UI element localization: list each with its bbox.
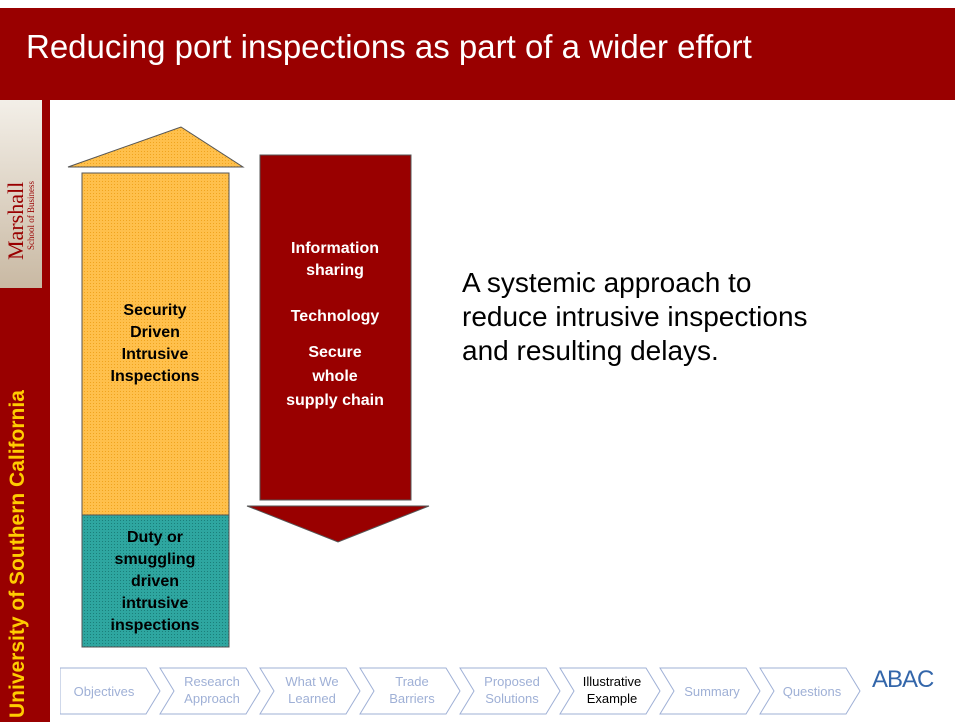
nav-item-label: Summary — [684, 684, 740, 699]
nav-item-label: Solutions — [485, 691, 539, 706]
duty-box — [81, 514, 230, 648]
info-line: sharing — [306, 262, 364, 279]
security-line: Driven — [130, 324, 180, 341]
title-bar: Reducing port inspections as part of a w… — [0, 8, 955, 100]
nav-chevron[interactable] — [60, 667, 161, 715]
info-line: Secure — [308, 344, 361, 361]
info-line: supply chain — [286, 392, 384, 409]
duty-line: intrusive — [122, 595, 189, 612]
nav-chevron[interactable] — [159, 667, 261, 715]
down-arrow-head — [246, 505, 430, 543]
security-line: Intrusive — [122, 346, 189, 363]
nav-item-label: Illustrative — [583, 674, 642, 689]
nav-item-label: Barriers — [389, 691, 435, 706]
duty-line: smuggling — [115, 551, 196, 568]
body-line: A systemic approach to — [462, 267, 752, 298]
duty-line: inspections — [111, 617, 200, 634]
nav-item-label: What We — [285, 674, 338, 689]
body-text: A systemic approach to reduce intrusive … — [462, 266, 942, 368]
info-box — [259, 154, 412, 501]
nav-item-label: Example — [587, 691, 638, 706]
nav-item-label: Objectives — [74, 684, 135, 699]
nav-chevron[interactable] — [459, 667, 561, 715]
body-line: reduce intrusive inspections — [462, 301, 808, 332]
info-line: Technology — [291, 308, 380, 325]
info-line: whole — [311, 368, 357, 385]
nav-item-label: Learned — [288, 691, 336, 706]
body-line: and resulting delays. — [462, 335, 719, 366]
nav-item-7[interactable]: Questions — [759, 667, 861, 715]
security-line: Inspections — [111, 368, 200, 385]
security-box — [81, 172, 230, 516]
duty-line: Duty or — [127, 529, 183, 546]
nav-chevron[interactable] — [559, 667, 661, 715]
nav-item-label: Questions — [783, 684, 842, 699]
abac-logo: ABAC — [872, 666, 934, 693]
nav-item-label: Proposed — [484, 674, 540, 689]
nav-chevron[interactable] — [659, 667, 761, 715]
nav-chevron[interactable] — [759, 667, 861, 715]
duty-line: driven — [131, 573, 179, 590]
university-label: University of Southern California — [6, 390, 29, 718]
nav-item-label: Approach — [184, 691, 240, 706]
nav-item-0[interactable]: Objectives — [60, 667, 161, 715]
inspection-diagram: Security Driven Intrusive Inspections Du… — [67, 126, 430, 648]
up-arrow-head — [67, 126, 245, 168]
nav-item-label: Research — [184, 674, 240, 689]
info-line: Information — [291, 240, 379, 257]
nav-item-2[interactable]: What We Learned — [259, 667, 361, 715]
nav-chevron[interactable] — [359, 667, 461, 715]
logo-sub-text: School of Business — [26, 180, 36, 250]
marshall-logo: Marshall School of Business — [0, 100, 42, 288]
nav-chevron[interactable] — [259, 667, 361, 715]
slide-title: Reducing port inspections as part of a w… — [26, 28, 752, 65]
security-line: Security — [123, 302, 186, 319]
nav-item-6[interactable]: Summary — [659, 667, 761, 715]
nav-item-label: Trade — [395, 674, 428, 689]
